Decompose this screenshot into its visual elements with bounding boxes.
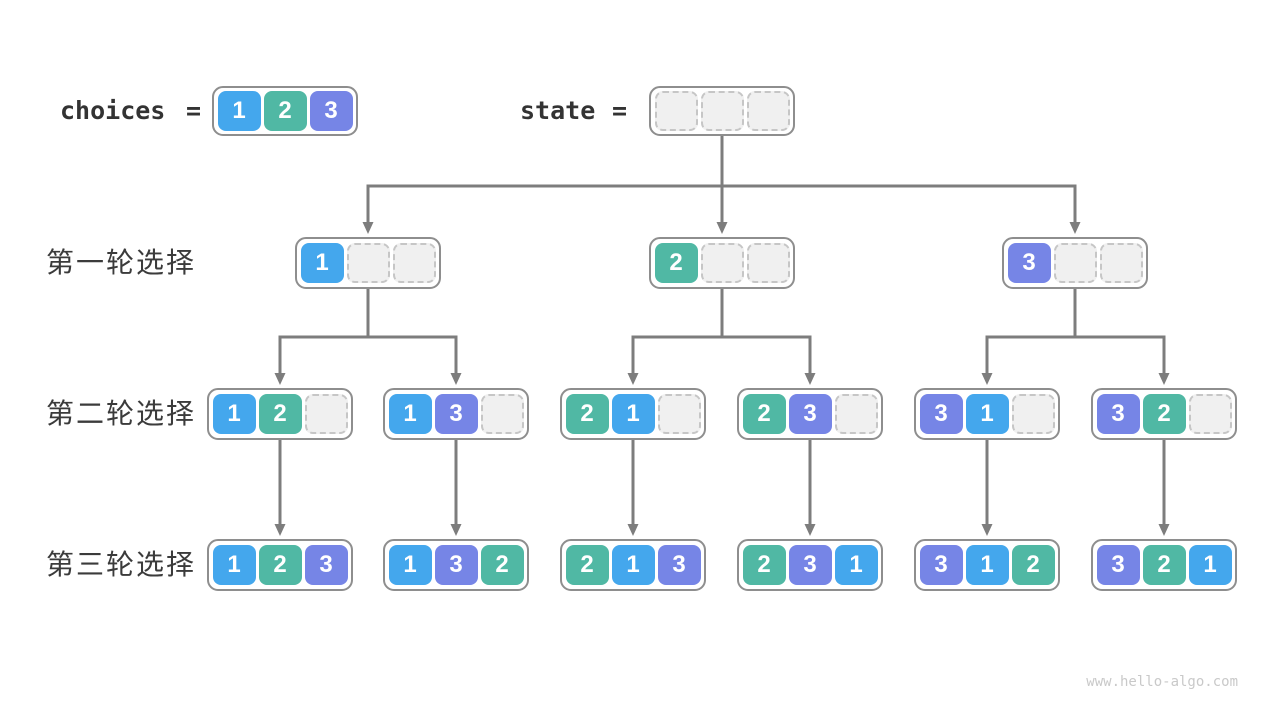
choice-cell-3: 3 — [1007, 243, 1051, 283]
choice-cell-3: 3 — [1096, 394, 1140, 434]
choice-cell-2: 2 — [258, 545, 302, 585]
choice-cell-1: 1 — [611, 394, 655, 434]
state-box — [649, 86, 795, 136]
round-label-3: 第三轮选择 — [46, 549, 197, 580]
choice-cell-3: 3 — [434, 545, 478, 585]
state-node: 1 — [295, 237, 441, 289]
choice-cell-1: 1 — [300, 243, 344, 283]
round-label-2: 第二轮选择 — [46, 398, 197, 429]
empty-slot — [700, 91, 744, 131]
empty-slot — [1053, 243, 1097, 283]
empty-slot — [834, 394, 878, 434]
choice-cell-1: 1 — [212, 545, 256, 585]
choice-cell-1: 1 — [834, 545, 878, 585]
empty-slot — [657, 394, 701, 434]
choice-cell-3: 3 — [788, 545, 832, 585]
choice-cell-3: 3 — [919, 394, 963, 434]
choice-cell-3: 3 — [657, 545, 701, 585]
empty-slot — [304, 394, 348, 434]
empty-slot — [746, 91, 790, 131]
state-label: state — [520, 96, 596, 125]
state-equals: = — [612, 96, 628, 125]
choice-cell-1: 1 — [217, 91, 261, 131]
empty-slot — [1011, 394, 1055, 434]
choice-cell-2: 2 — [742, 394, 786, 434]
choice-cell-2: 2 — [742, 545, 786, 585]
choices-equals: = — [186, 96, 202, 125]
choice-cell-3: 3 — [1096, 545, 1140, 585]
empty-slot — [700, 243, 744, 283]
choice-cell-2: 2 — [565, 394, 609, 434]
empty-slot — [392, 243, 436, 283]
empty-slot — [746, 243, 790, 283]
choice-cell-2: 2 — [480, 545, 524, 585]
round-label-1: 第一轮选择 — [46, 247, 197, 278]
choice-cell-1: 1 — [388, 545, 432, 585]
choice-cell-2: 2 — [565, 545, 609, 585]
choice-cell-2: 2 — [654, 243, 698, 283]
choice-cell-3: 3 — [304, 545, 348, 585]
choice-cell-1: 1 — [965, 394, 1009, 434]
choice-cell-1: 1 — [388, 394, 432, 434]
choice-cell-1: 1 — [212, 394, 256, 434]
state-node: 2 — [649, 237, 795, 289]
choice-cell-2: 2 — [263, 91, 307, 131]
choice-cell-3: 3 — [309, 91, 353, 131]
choice-cell-2: 2 — [1142, 394, 1186, 434]
site-watermark: www.hello-algo.com — [1086, 674, 1238, 690]
choice-cell-3: 3 — [788, 394, 832, 434]
empty-slot — [654, 91, 698, 131]
empty-slot — [1188, 394, 1232, 434]
choices-label: choices — [60, 96, 166, 125]
empty-slot — [346, 243, 390, 283]
state-node: 3 — [1002, 237, 1148, 289]
choice-cell-2: 2 — [1011, 545, 1055, 585]
choice-cell-2: 2 — [1142, 545, 1186, 585]
choice-cell-3: 3 — [919, 545, 963, 585]
choice-cell-1: 1 — [1188, 545, 1232, 585]
choice-cell-1: 1 — [611, 545, 655, 585]
empty-slot — [1099, 243, 1143, 283]
choice-cell-3: 3 — [434, 394, 478, 434]
empty-slot — [480, 394, 524, 434]
choice-cell-2: 2 — [258, 394, 302, 434]
choice-cell-1: 1 — [965, 545, 1009, 585]
